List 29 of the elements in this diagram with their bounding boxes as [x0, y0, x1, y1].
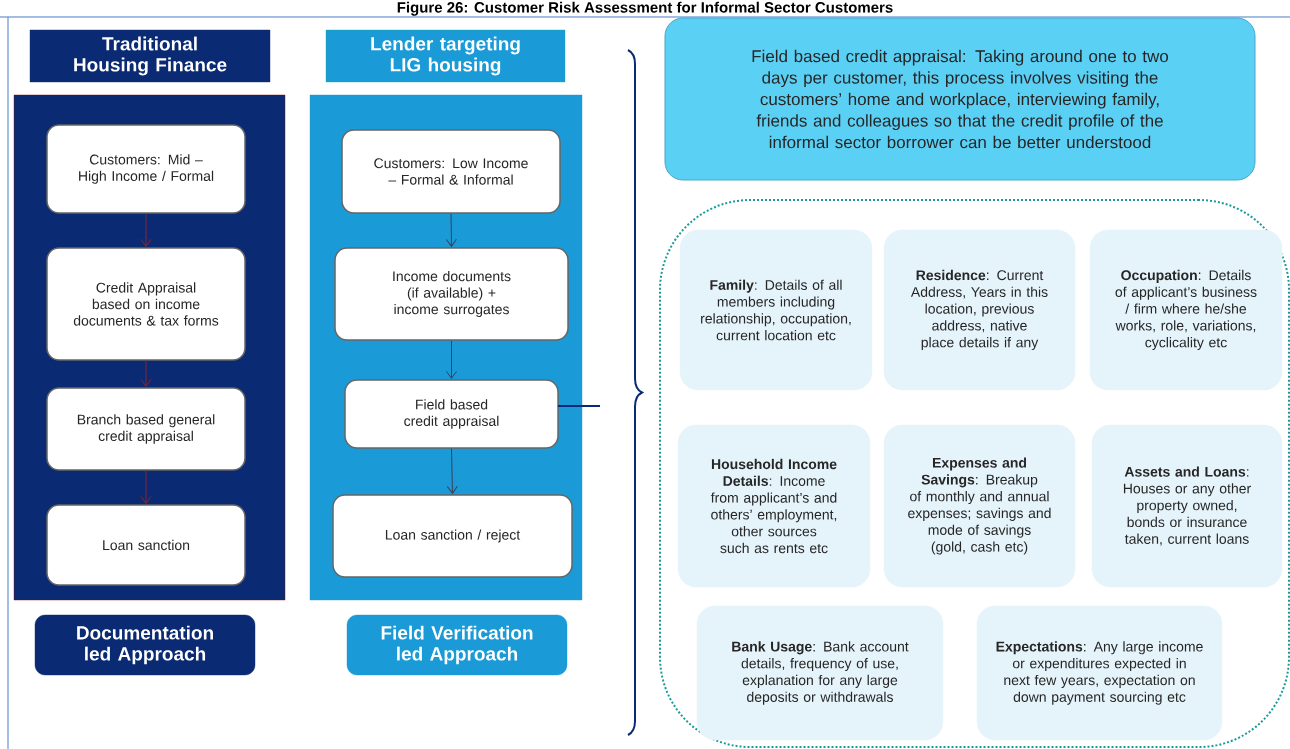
- description-box: Field based credit appraisal: Taking around one to two days per customer, this process involves visiting the customers’ home and workplace, interviewing family, friends and colleagues so that the credit profile of the informal sector borrower can be better understood: [664, 17, 1256, 181]
- process-box: Loan sanction / reject: [332, 494, 573, 578]
- title: Figure 26: Customer Risk Assessment for Informal Sector Customers: [397, 1, 893, 16]
- detail-box: Expenses and Savings: Breakup of monthly and annual expenses; savings and mode of savings (gold, cash etc): [883, 424, 1076, 588]
- arrow: [140, 470, 152, 504]
- arrow: [445, 213, 457, 247]
- process-box: Loan sanction: [46, 504, 246, 586]
- arrow: [446, 448, 458, 494]
- process-box: Income documents (if available) + income surrogates: [334, 247, 569, 341]
- process-box: Branch based general credit appraisal: [46, 387, 246, 471]
- process-box: Customers: Mid – High Income / Formal: [46, 124, 246, 214]
- approach-label: Field Verification led Approach: [346, 614, 568, 676]
- detail-box: Expectations: Any large income or expenditures expected in next few years, expectation on down payment sourcing etc: [976, 605, 1223, 741]
- detail-box: Household Income Details: Income from applicant’s and others’ employment, other sources such as rents etc: [677, 424, 871, 588]
- detail-box: Family: Details of all members including relationship, occupation, current location etc: [679, 229, 873, 391]
- process-box: Credit Appraisal based on income documents & tax forms: [46, 247, 246, 361]
- dotted-container: [659, 199, 1290, 748]
- detail-box: Residence: Current Address, Years in this location, previous address, native place details if any: [883, 229, 1076, 391]
- detail-box: Assets and Loans: Houses or any other property owned, bonds or insurance taken, current loans: [1091, 424, 1283, 588]
- header-box: Lender targeting LIG housing: [325, 29, 566, 83]
- arrow: [140, 213, 152, 247]
- process-box: Customers: Low Income – Formal & Informal: [341, 129, 561, 214]
- arrow: [140, 360, 152, 387]
- approach-label: Documentation led Approach: [34, 614, 256, 676]
- arrow: [446, 340, 457, 379]
- detail-box: Occupation: Details of applicant’s business / firm where he/she works, role, variations, cyclicality etc: [1089, 229, 1283, 391]
- detail-box: Bank Usage: Bank account details, frequency of use, explanation for any large deposits or withdrawals: [696, 605, 944, 741]
- header-box: Traditional Housing Finance: [29, 29, 271, 83]
- process-box: Field based credit appraisal: [344, 379, 559, 449]
